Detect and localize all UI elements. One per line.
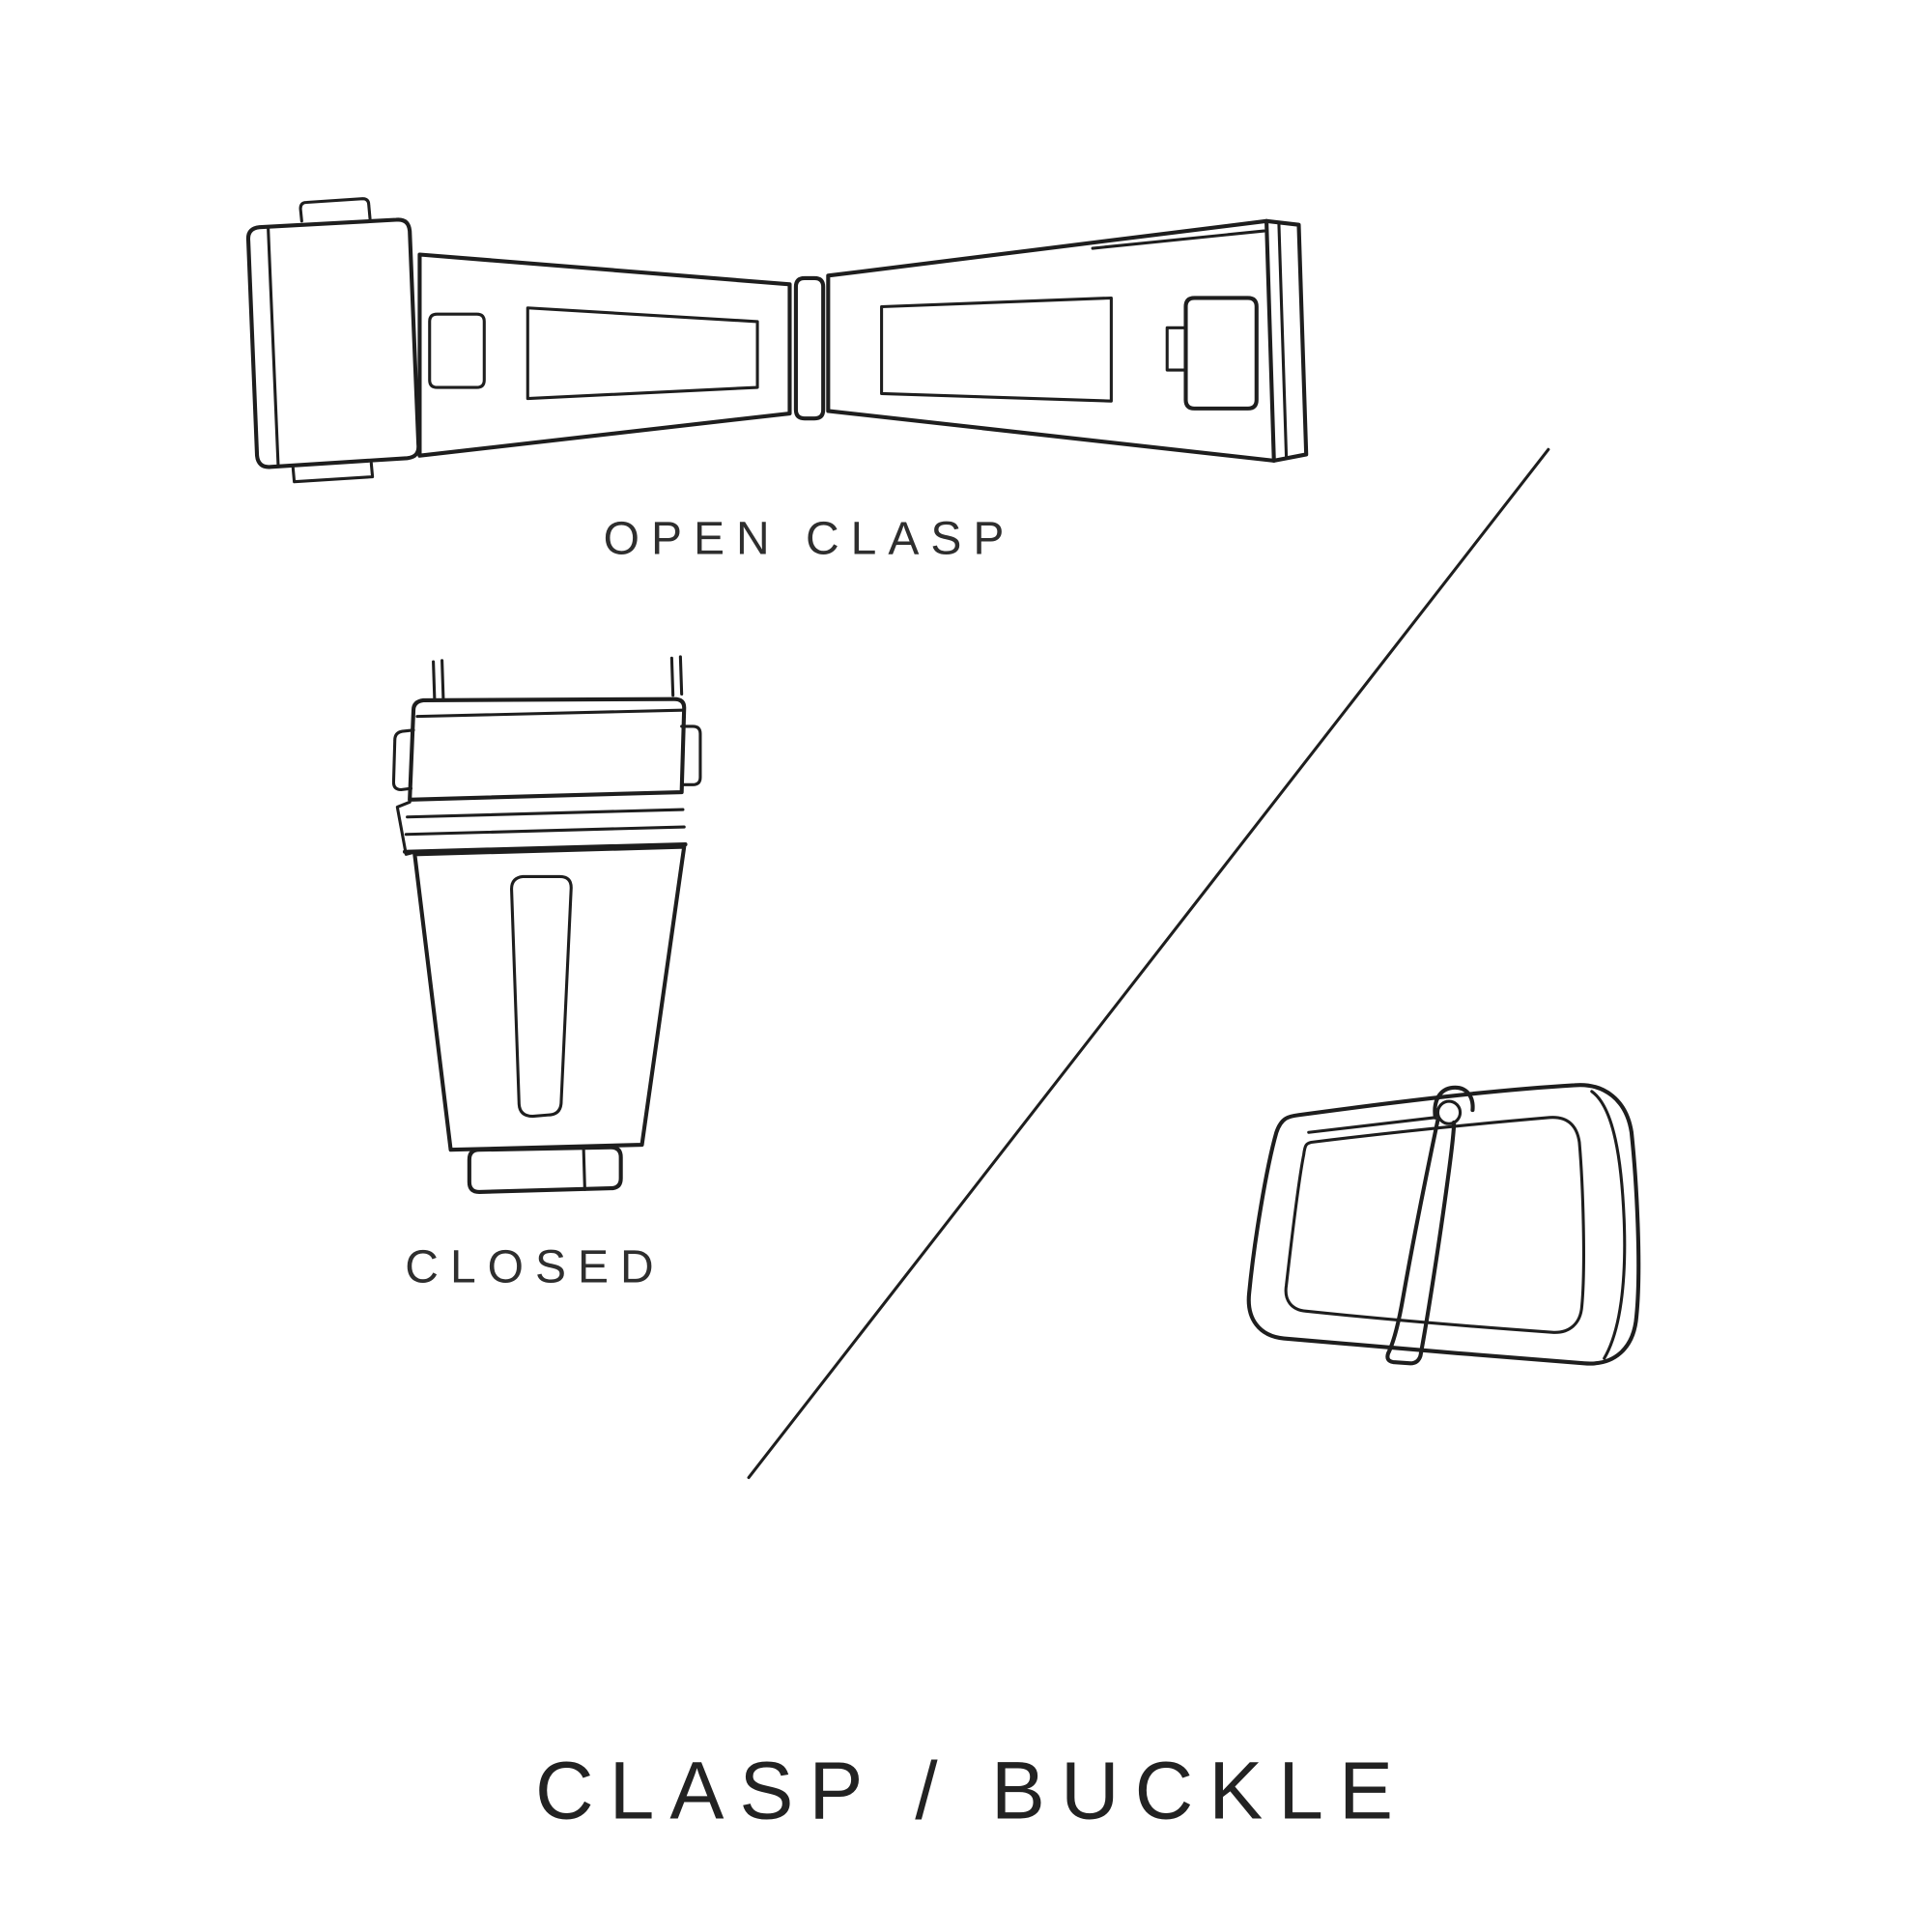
right-arm bbox=[826, 218, 1309, 463]
hinge bbox=[793, 275, 826, 421]
open-clasp-label: OPEN CLASP bbox=[603, 513, 1016, 565]
clasp-top-block bbox=[391, 696, 702, 802]
closed-clasp-illustration bbox=[391, 655, 702, 1194]
buckle-illustration bbox=[1246, 1083, 1641, 1366]
left-arm bbox=[417, 252, 792, 458]
clasp-band-stripes bbox=[395, 800, 688, 856]
open-clasp-illustration bbox=[245, 197, 1309, 484]
diagram-title: CLASP / BUCKLE bbox=[534, 1745, 1409, 1836]
clasp-end-cap bbox=[467, 1145, 623, 1194]
latch bbox=[1165, 296, 1259, 411]
clasp-body bbox=[412, 844, 687, 1152]
divider-line bbox=[747, 447, 1550, 1480]
closed-clasp-label: CLOSED bbox=[405, 1241, 666, 1293]
keeper-block bbox=[245, 197, 421, 484]
